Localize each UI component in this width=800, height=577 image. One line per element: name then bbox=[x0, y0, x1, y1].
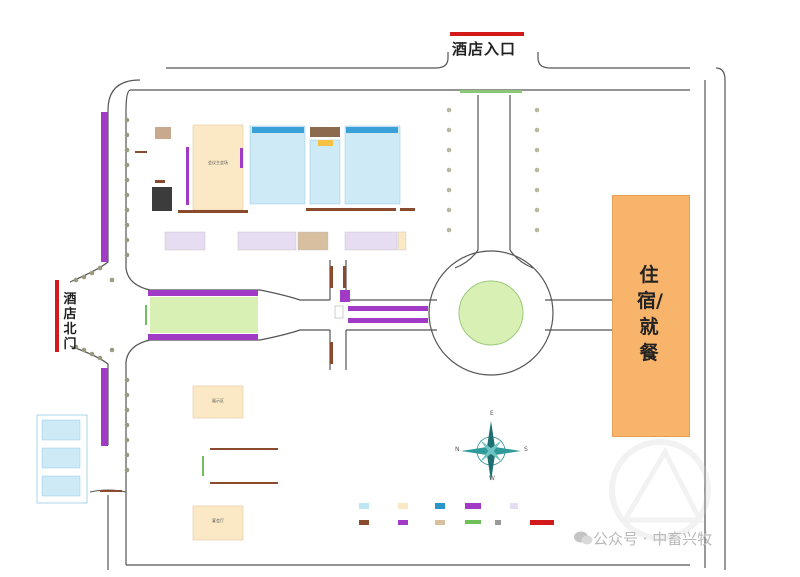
compass-west-label: W bbox=[489, 475, 495, 482]
brown-booth-strip bbox=[178, 208, 415, 213]
walkway-signpost bbox=[334, 305, 344, 319]
top-green-strip bbox=[460, 90, 522, 93]
purple-booths-left bbox=[101, 112, 108, 446]
compass-south-label: S bbox=[524, 446, 528, 453]
lower-hall-a bbox=[192, 385, 244, 419]
hall-dividers bbox=[186, 147, 243, 205]
tree-row-left bbox=[73, 117, 130, 473]
blue-booth-headers bbox=[252, 127, 398, 133]
entrance-block bbox=[155, 127, 171, 139]
compass-north-label: N bbox=[455, 446, 460, 453]
lower-hall-b bbox=[192, 505, 244, 541]
lower-hall-b-label: 宴会厅 bbox=[212, 518, 224, 523]
legend-swatches bbox=[359, 503, 554, 525]
walkway-lawn bbox=[150, 297, 258, 333]
watermark-text: 公众号 · 中畜兴牧 bbox=[593, 530, 713, 548]
lower-brown-lines bbox=[210, 448, 278, 484]
service-rooms bbox=[164, 231, 407, 251]
annex-booths bbox=[36, 414, 88, 504]
center-stage bbox=[310, 127, 340, 137]
lower-hall-a-label: 展示区 bbox=[212, 398, 224, 403]
compass-east-label: E bbox=[490, 410, 494, 417]
roundabout-lawn bbox=[458, 280, 524, 346]
north-gate-marker bbox=[55, 280, 59, 352]
hotel-north-gate-label: 酒店北门 bbox=[63, 292, 77, 352]
center-yellow bbox=[318, 140, 333, 146]
blue-booth-grid bbox=[249, 125, 401, 205]
brown-marks bbox=[135, 151, 165, 183]
wechat-icon bbox=[574, 531, 593, 545]
dark-block bbox=[152, 187, 172, 211]
hotel-entrance-label: 酒店入口 bbox=[452, 40, 517, 58]
annex-brown bbox=[100, 490, 122, 492]
walkway-green-edge bbox=[145, 305, 147, 325]
walkway-brown-booths bbox=[330, 266, 346, 364]
meeting-hall-label: 会议主会场 bbox=[208, 160, 228, 165]
lodging-dining-building bbox=[612, 195, 690, 437]
tree-row-avenue bbox=[446, 107, 540, 233]
watermark-logo bbox=[609, 439, 711, 541]
lodging-dining-label: 住宿/就餐 bbox=[637, 264, 663, 364]
walkway-purple-booths bbox=[148, 290, 428, 340]
hotel-entrance-marker bbox=[450, 32, 524, 36]
inner-roads bbox=[259, 95, 612, 376]
lower-green-mark bbox=[202, 456, 204, 476]
compass-rose-icon bbox=[461, 421, 521, 481]
meeting-hall bbox=[192, 124, 244, 211]
